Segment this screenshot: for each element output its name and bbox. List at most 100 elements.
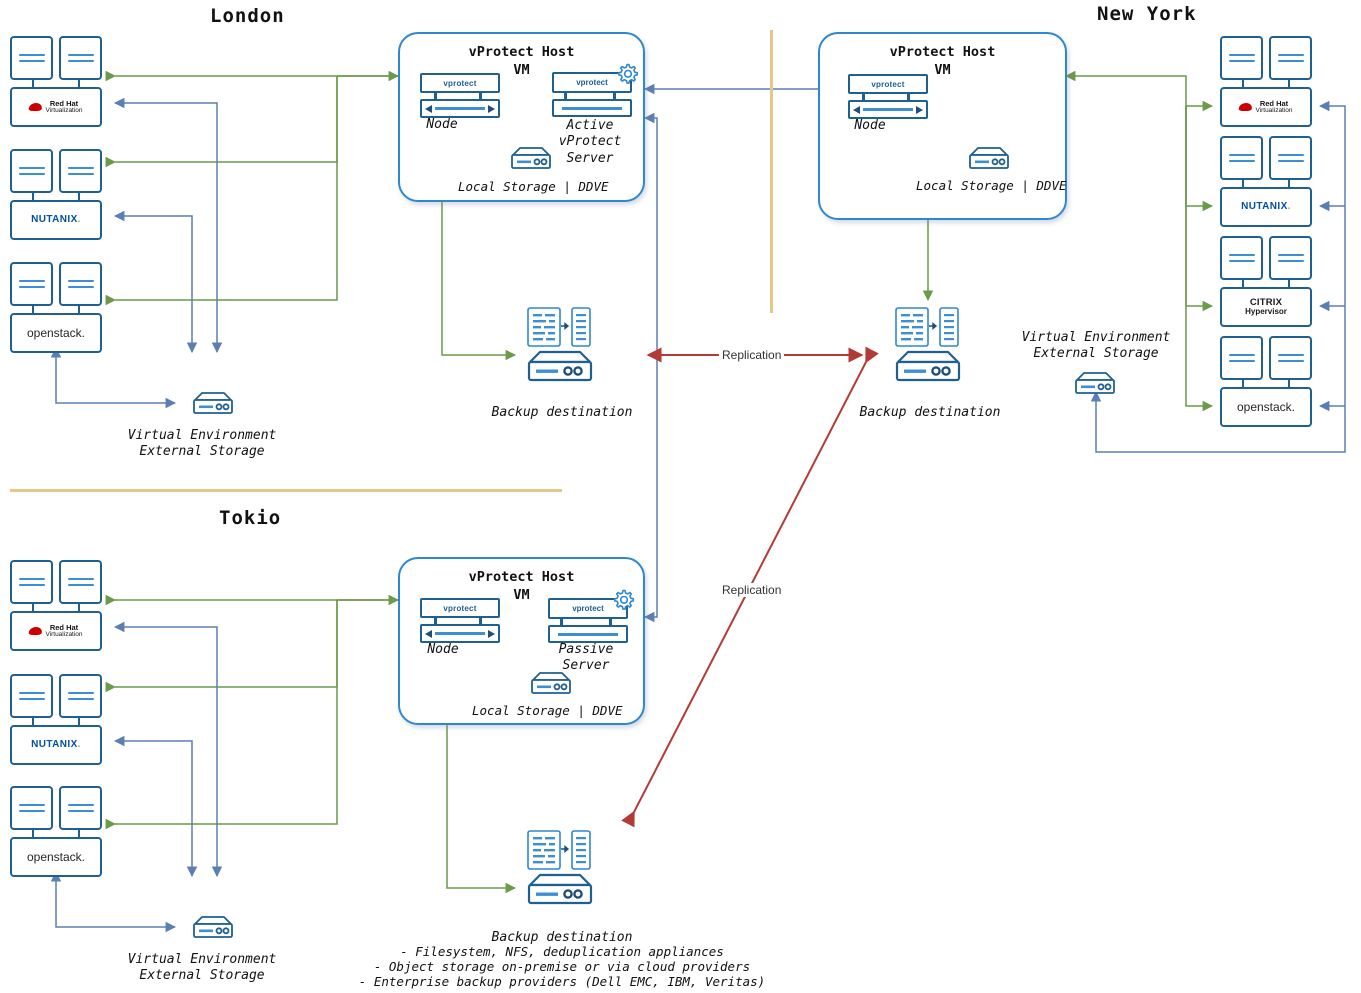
label-line2: External Storage (1033, 346, 1159, 362)
node-badge: vprotect (420, 73, 500, 93)
external-storage-label-newyork: Virtual Environment External Storage (1003, 330, 1189, 363)
node-label-tokio: Node (427, 642, 459, 657)
external-storage-icon-london (193, 392, 233, 414)
platform-box-openstack[interactable]: openstack. (1220, 387, 1312, 427)
redhat-hat-icon (28, 103, 43, 111)
vprotect-host-newyork[interactable]: vProtect Host VM (818, 32, 1067, 220)
citrix-logo: CITRIX Hypervisor (1245, 296, 1287, 316)
platform-box-citrix[interactable]: CITRIX Hypervisor (1220, 287, 1312, 327)
platform-box-nutanix[interactable]: NUTANIX. (10, 725, 102, 765)
server-label-line2: Server (562, 658, 610, 674)
node-legs (420, 93, 496, 99)
platform-group-tokio-nutanix[interactable]: NUTANIX. (10, 674, 102, 765)
platform-box-openstack[interactable]: openstack. (10, 837, 102, 877)
server-base (548, 625, 628, 643)
platform-group-tokio-openstack[interactable]: openstack. (10, 786, 102, 877)
label-line1: Virtual Environment (127, 428, 277, 443)
server-base (552, 99, 632, 117)
platform-box-nutanix[interactable]: NUTANIX. (1220, 187, 1312, 227)
platform-group-london-nutanix[interactable]: NUTANIX. (10, 149, 102, 240)
node-arrow-left-icon (425, 629, 432, 638)
vm-box (10, 786, 53, 830)
node-arrow-left-icon (425, 104, 432, 113)
host-title-newyork: vProtect Host VM (820, 43, 1065, 79)
platform-group-newyork-nutanix[interactable]: NUTANIX. (1220, 136, 1312, 227)
vm-box (1220, 236, 1263, 280)
redhat-hat-icon (28, 627, 43, 635)
vm-box (1269, 236, 1312, 280)
connector-stem (1220, 380, 1312, 387)
vm-box (10, 149, 53, 193)
node-icon-tokio[interactable]: vprotect (420, 598, 500, 643)
replication-label-diagonal: Replication (719, 583, 785, 597)
node-icon-newyork[interactable]: vprotect (848, 74, 928, 119)
node-arrow-right-icon (488, 629, 495, 638)
openstack-logo: openstack. (26, 849, 86, 864)
nutanix-logo: NUTANIX. (31, 738, 81, 750)
platform-label-line2: Virtualization (1255, 106, 1293, 114)
backup-destination-icon-london (527, 307, 593, 382)
replication-label-horizontal: Replication (719, 348, 785, 362)
platform-box-nutanix[interactable]: NUTANIX. (10, 200, 102, 240)
label-line1: Virtual Environment (1021, 330, 1171, 345)
vm-box (10, 674, 53, 718)
nutanix-logo: NUTANIX. (1241, 200, 1291, 212)
host-title-line2: VM (513, 62, 530, 79)
external-storage-icon-newyork (1075, 372, 1115, 394)
vm-pair (10, 674, 102, 718)
backup-destination-label-tokio: Backup destination (491, 930, 633, 945)
platform-group-newyork-openstack[interactable]: openstack. (1220, 336, 1312, 427)
server-icon-tokio[interactable]: vprotect (548, 589, 635, 643)
server-icon-london[interactable]: vprotect (552, 63, 639, 117)
connector-stem (1220, 80, 1312, 87)
node-base (420, 99, 500, 118)
platform-label-line1: Red Hat (49, 622, 79, 632)
redhat-logo: Red Hat Virtualization (28, 99, 83, 115)
platform-group-tokio-redhat[interactable]: Red Hat Virtualization (10, 560, 102, 651)
vm-box (59, 560, 102, 604)
platform-group-london-openstack[interactable]: openstack. (10, 262, 102, 353)
server-legs (548, 619, 624, 625)
platform-box-redhat[interactable]: Red Hat Virtualization (10, 611, 102, 651)
vm-pair (10, 262, 102, 306)
host-title-line1: vProtect Host (468, 44, 575, 60)
platform-box-openstack[interactable]: openstack. (10, 313, 102, 353)
vm-pair (10, 36, 102, 80)
vm-box (59, 262, 102, 306)
vm-pair (10, 786, 102, 830)
platform-group-newyork-redhat[interactable]: Red Hat Virtualization (1220, 36, 1312, 127)
backup-destination-icon-tokio (527, 830, 593, 905)
host-title-tokio: vProtect Host VM (400, 568, 643, 604)
vm-box (1269, 36, 1312, 80)
platform-group-london-redhat[interactable]: Red Hat Virtualization (10, 36, 102, 127)
platform-label-line2: Virtualization (45, 106, 83, 114)
platform-group-newyork-citrix[interactable]: CITRIX Hypervisor (1220, 236, 1312, 327)
backup-destination-label-newyork: Backup destination (859, 405, 1001, 420)
platform-box-redhat[interactable]: Red Hat Virtualization (10, 87, 102, 127)
local-storage-label-london: Local Storage | DDVE (458, 179, 609, 194)
external-storage-label-tokio: Virtual Environment External Storage (112, 952, 292, 985)
connector-stem (10, 830, 102, 837)
label-line1: Virtual Environment (127, 952, 277, 967)
platform-box-redhat[interactable]: Red Hat Virtualization (1220, 87, 1312, 127)
server-label-line1: Passive (558, 642, 614, 657)
platform-label-line2: Virtualization (45, 630, 83, 638)
platform-label-line1: NUTANIX (1241, 200, 1288, 212)
connector-stem (10, 80, 102, 87)
region-title-tokio: Tokio (219, 507, 282, 529)
redhat-hat-icon (1238, 103, 1253, 111)
platform-label-line1: CITRIX (1249, 296, 1283, 308)
vm-box (10, 560, 53, 604)
vm-box (59, 786, 102, 830)
nutanix-logo: NUTANIX. (31, 213, 81, 225)
node-icon-london[interactable]: vprotect (420, 73, 500, 118)
node-label-london: Node (426, 117, 458, 132)
server-label-tokio: Passive Server (541, 642, 631, 675)
local-storage-icon-tokio (531, 672, 571, 694)
label-line2: External Storage (139, 968, 265, 984)
vm-pair (1220, 36, 1312, 80)
region-title-newyork: New York (1097, 3, 1197, 25)
redhat-logo: Red Hat Virtualization (28, 622, 83, 639)
note-line1: - Filesystem, NFS, deduplication applian… (400, 944, 724, 959)
